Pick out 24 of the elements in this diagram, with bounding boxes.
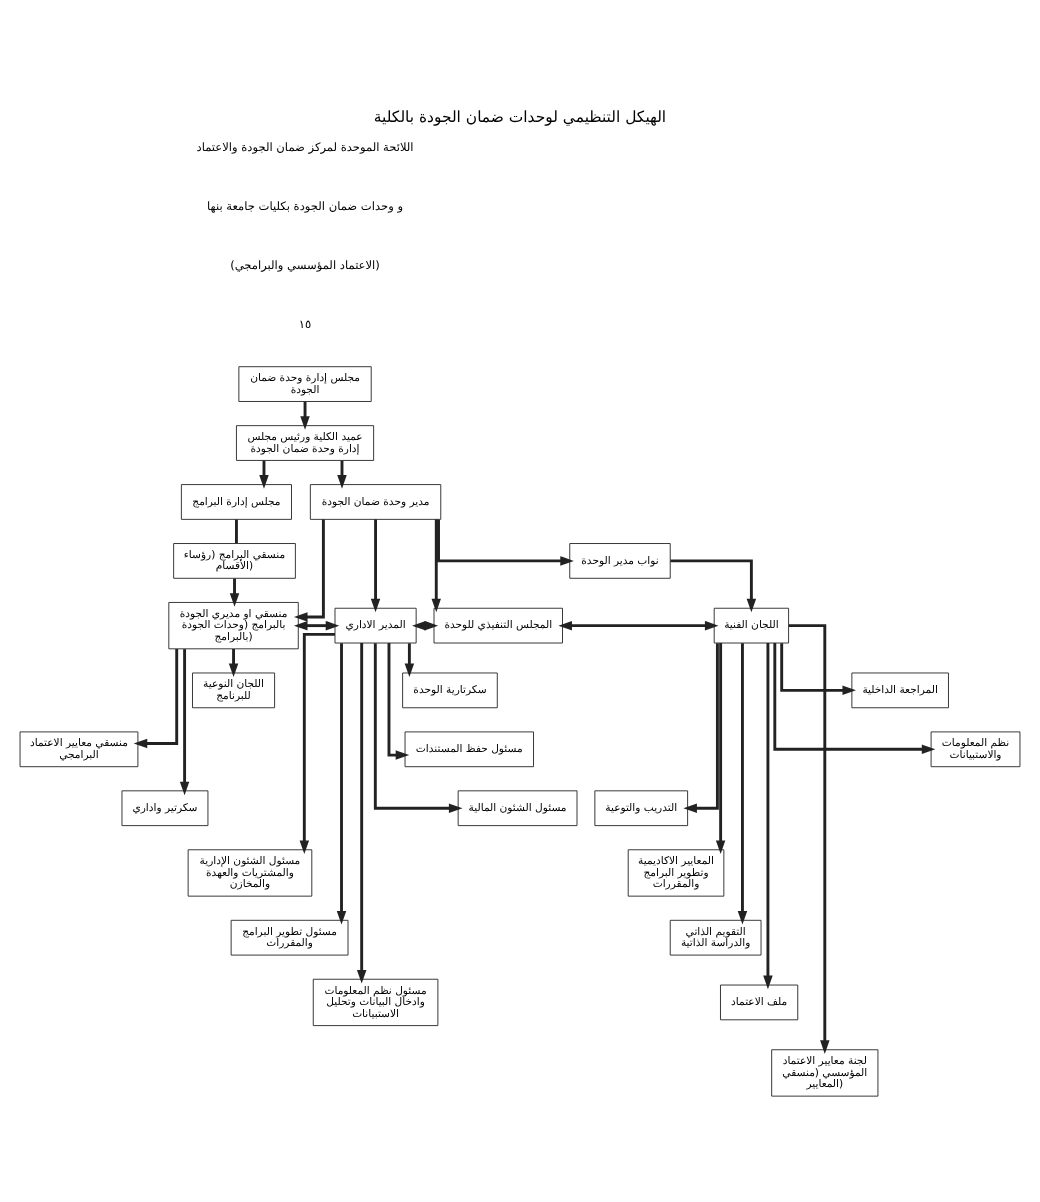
arrow	[356, 643, 367, 984]
arrow	[670, 559, 757, 613]
arrow	[387, 643, 410, 760]
arrow	[133, 648, 179, 749]
arrow	[437, 519, 574, 566]
arrow	[788, 624, 830, 1054]
arrow	[293, 620, 340, 631]
arrow	[299, 632, 335, 855]
arrow	[558, 620, 719, 631]
arrow	[404, 643, 415, 678]
arrow	[773, 643, 936, 755]
arrow	[228, 649, 239, 678]
arrow	[293, 519, 325, 622]
arrow	[683, 643, 719, 813]
arrow	[780, 643, 857, 696]
arrow	[763, 643, 773, 990]
arrow	[431, 519, 441, 613]
arrow	[715, 643, 726, 854]
arrow	[370, 519, 381, 613]
arrow	[179, 649, 190, 796]
connector	[235, 519, 238, 544]
arrow	[336, 643, 347, 925]
arrow	[373, 643, 463, 813]
arrow	[737, 643, 748, 925]
